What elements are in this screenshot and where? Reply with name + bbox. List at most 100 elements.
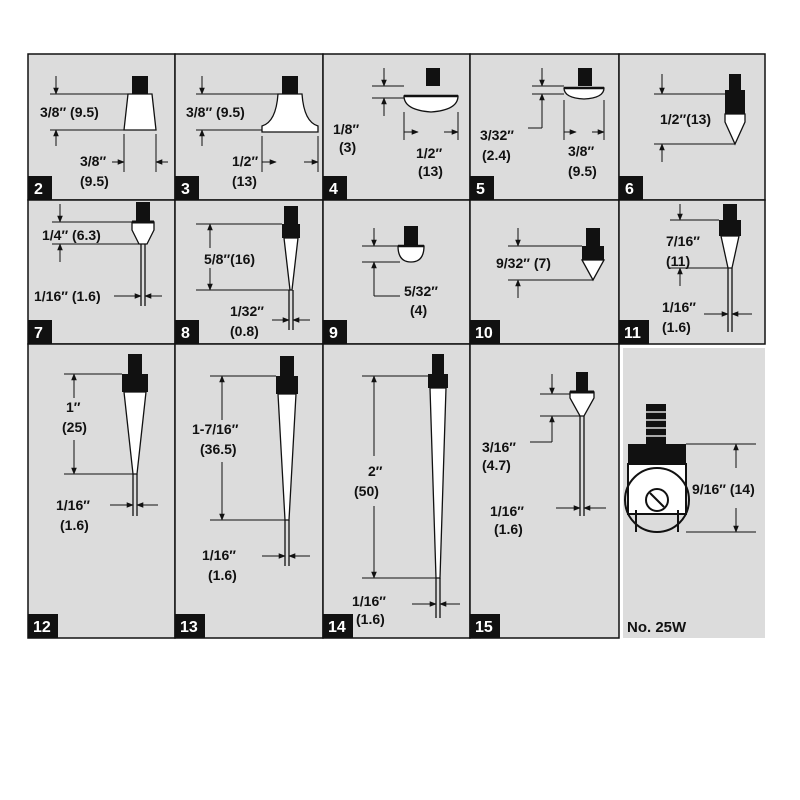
tip-5-drawing bbox=[563, 68, 605, 100]
panel-13-length-label: 1-7/16″ bbox=[192, 421, 239, 437]
panel-9-badge bbox=[323, 320, 347, 344]
panel-11-height-metric: (11) bbox=[666, 253, 690, 269]
tip-3-drawing bbox=[261, 76, 319, 133]
panel-13-badge bbox=[175, 614, 205, 638]
panel-15-diameter-metric: (1.6) bbox=[494, 521, 523, 537]
panel-7-number: 7 bbox=[34, 325, 43, 342]
panel-3-height-label: 3/8″ (9.5) bbox=[186, 104, 245, 120]
panel-8-number: 8 bbox=[181, 325, 190, 342]
panel-13-background bbox=[174, 343, 324, 639]
panel-7-badge bbox=[28, 320, 52, 344]
panel-2-badge bbox=[28, 176, 52, 200]
tip-9-drawing bbox=[397, 226, 425, 263]
panel-12-length-label: 1″ bbox=[66, 399, 81, 415]
panel-14-diameter-label: 1/16″ bbox=[352, 593, 386, 609]
panel-5: 3/32″ (2.4) 3/8″ (9.5) 5 bbox=[469, 53, 620, 201]
panel-15-height-label: 3/16″ bbox=[482, 439, 516, 455]
panel-2-width-label: 3/8″ bbox=[80, 153, 106, 169]
panel-4-background bbox=[322, 53, 471, 201]
panel-13-diameter-label: 1/16″ bbox=[202, 547, 236, 563]
panel-9-number: 9 bbox=[329, 325, 338, 342]
tip-15-drawing bbox=[569, 372, 595, 516]
panel-6: 1/2″(13) 6 bbox=[618, 53, 766, 201]
panel-14-background bbox=[322, 343, 471, 639]
panel-5-height-metric: (2.4) bbox=[482, 147, 511, 163]
panel-12-number: 12 bbox=[33, 619, 51, 636]
panel-15-number: 15 bbox=[475, 619, 493, 636]
panel-25w: 9/16″ (14) No. 25W bbox=[623, 348, 765, 638]
panel-6-number: 6 bbox=[625, 181, 634, 198]
panel-3-number: 3 bbox=[181, 181, 190, 198]
tip-4-drawing bbox=[403, 68, 459, 113]
panel-8-badge bbox=[175, 320, 199, 344]
panel-14-length-metric: (50) bbox=[354, 483, 379, 499]
panel-14-length-label: 2″ bbox=[368, 463, 383, 479]
panel-10: 9/32″ (7) 10 bbox=[469, 199, 620, 345]
panel-11-badge bbox=[619, 320, 649, 344]
panel-15-height-metric: (4.7) bbox=[482, 457, 511, 473]
panel-25w-height-label: 9/16″ (14) bbox=[692, 481, 755, 497]
panel-10-number: 10 bbox=[475, 325, 493, 342]
panel-10-badge bbox=[470, 320, 500, 344]
panel-4-number: 4 bbox=[329, 181, 338, 198]
panel-2: 3/8″ (9.5) 3/8″ (9.5) 2 bbox=[27, 53, 176, 201]
panel-8-length-label: 5/8″(16) bbox=[204, 251, 255, 267]
panel-13-diameter-metric: (1.6) bbox=[208, 567, 237, 583]
panel-5-number: 5 bbox=[476, 181, 485, 198]
panel-7-diameter-label: 1/16″ (1.6) bbox=[34, 288, 101, 304]
panel-15-badge bbox=[470, 614, 500, 638]
panel-2-height-label: 3/8″ (9.5) bbox=[40, 104, 99, 120]
panel-13-length-metric: (36.5) bbox=[200, 441, 237, 457]
panel-5-width-label: 3/8″ bbox=[568, 143, 594, 159]
tip-11-drawing bbox=[719, 204, 741, 332]
panel-11-diameter-metric: (1.6) bbox=[662, 319, 691, 335]
panel-5-height-label: 3/32″ bbox=[480, 127, 514, 143]
panel-11-diameter-label: 1/16″ bbox=[662, 299, 696, 315]
panel-5-background bbox=[469, 53, 620, 201]
panel-13-number: 13 bbox=[180, 619, 198, 636]
tip-14-drawing bbox=[428, 354, 448, 618]
panel-3-background bbox=[174, 53, 324, 201]
panel-12-diameter-label: 1/16″ bbox=[56, 497, 90, 513]
panel-15: 3/16″ (4.7) 1/16″ (1.6) 15 bbox=[469, 343, 620, 639]
panel-14-badge bbox=[323, 614, 353, 638]
panel-2-number: 2 bbox=[34, 181, 43, 198]
panel-11: 7/16″ (11) 1/16″ (1.6) 11 bbox=[618, 199, 766, 345]
panel-4-width-label: 1/2″ bbox=[416, 145, 442, 161]
panel-25w-caption: No. 25W bbox=[627, 619, 687, 636]
panel-12-length-metric: (25) bbox=[62, 419, 87, 435]
panel-12: 1″ (25) 1/16″ (1.6) 12 bbox=[27, 343, 176, 639]
panel-14-number: 14 bbox=[328, 619, 346, 636]
panel-5-width-metric: (9.5) bbox=[568, 163, 597, 179]
panel-5-badge bbox=[470, 176, 494, 200]
panel-4-width-metric: (13) bbox=[418, 163, 443, 179]
panel-4-height-metric: (3) bbox=[339, 139, 356, 155]
panel-3-badge bbox=[175, 176, 199, 200]
panel-7: 1/4″ (6.3) 1/16″ (1.6) 7 bbox=[27, 199, 176, 345]
panel-10-height-label: 9/32″ (7) bbox=[496, 255, 551, 271]
panel-9-height-metric: (4) bbox=[410, 302, 427, 318]
tip-12-drawing bbox=[122, 354, 148, 516]
panel-7-height-label: 1/4″ (6.3) bbox=[42, 227, 101, 243]
tip-2-drawing bbox=[123, 76, 157, 131]
panel-9-height-label: 5/32″ bbox=[404, 283, 438, 299]
panel-13: 1-7/16″ (36.5) 1/16″ (1.6) 13 bbox=[174, 343, 324, 639]
tip-13-drawing bbox=[276, 356, 298, 566]
panel-8: 5/8″(16) 1/32″ (0.8) 8 bbox=[174, 199, 324, 345]
panel-6-badge bbox=[619, 176, 643, 200]
panel-2-width-metric: (9.5) bbox=[80, 173, 109, 189]
panel-11-height-label: 7/16″ bbox=[666, 233, 700, 249]
panel-12-background bbox=[27, 343, 176, 639]
panel-8-diameter-label: 1/32″ bbox=[230, 303, 264, 319]
panel-6-height-label: 1/2″(13) bbox=[660, 111, 711, 127]
panel-15-background bbox=[469, 343, 620, 639]
panel-4-badge bbox=[323, 176, 347, 200]
panel-3: 3/8″ (9.5) 1/2″ (13) 3 bbox=[174, 53, 324, 201]
panel-9: 5/32″ (4) 9 bbox=[322, 199, 471, 345]
panel-8-diameter-metric: (0.8) bbox=[230, 323, 259, 339]
panel-4-height-label: 1/8″ bbox=[333, 121, 359, 137]
panel-11-number: 11 bbox=[624, 325, 641, 342]
tip-6-drawing bbox=[724, 74, 746, 146]
panel-3-width-metric: (13) bbox=[232, 173, 257, 189]
